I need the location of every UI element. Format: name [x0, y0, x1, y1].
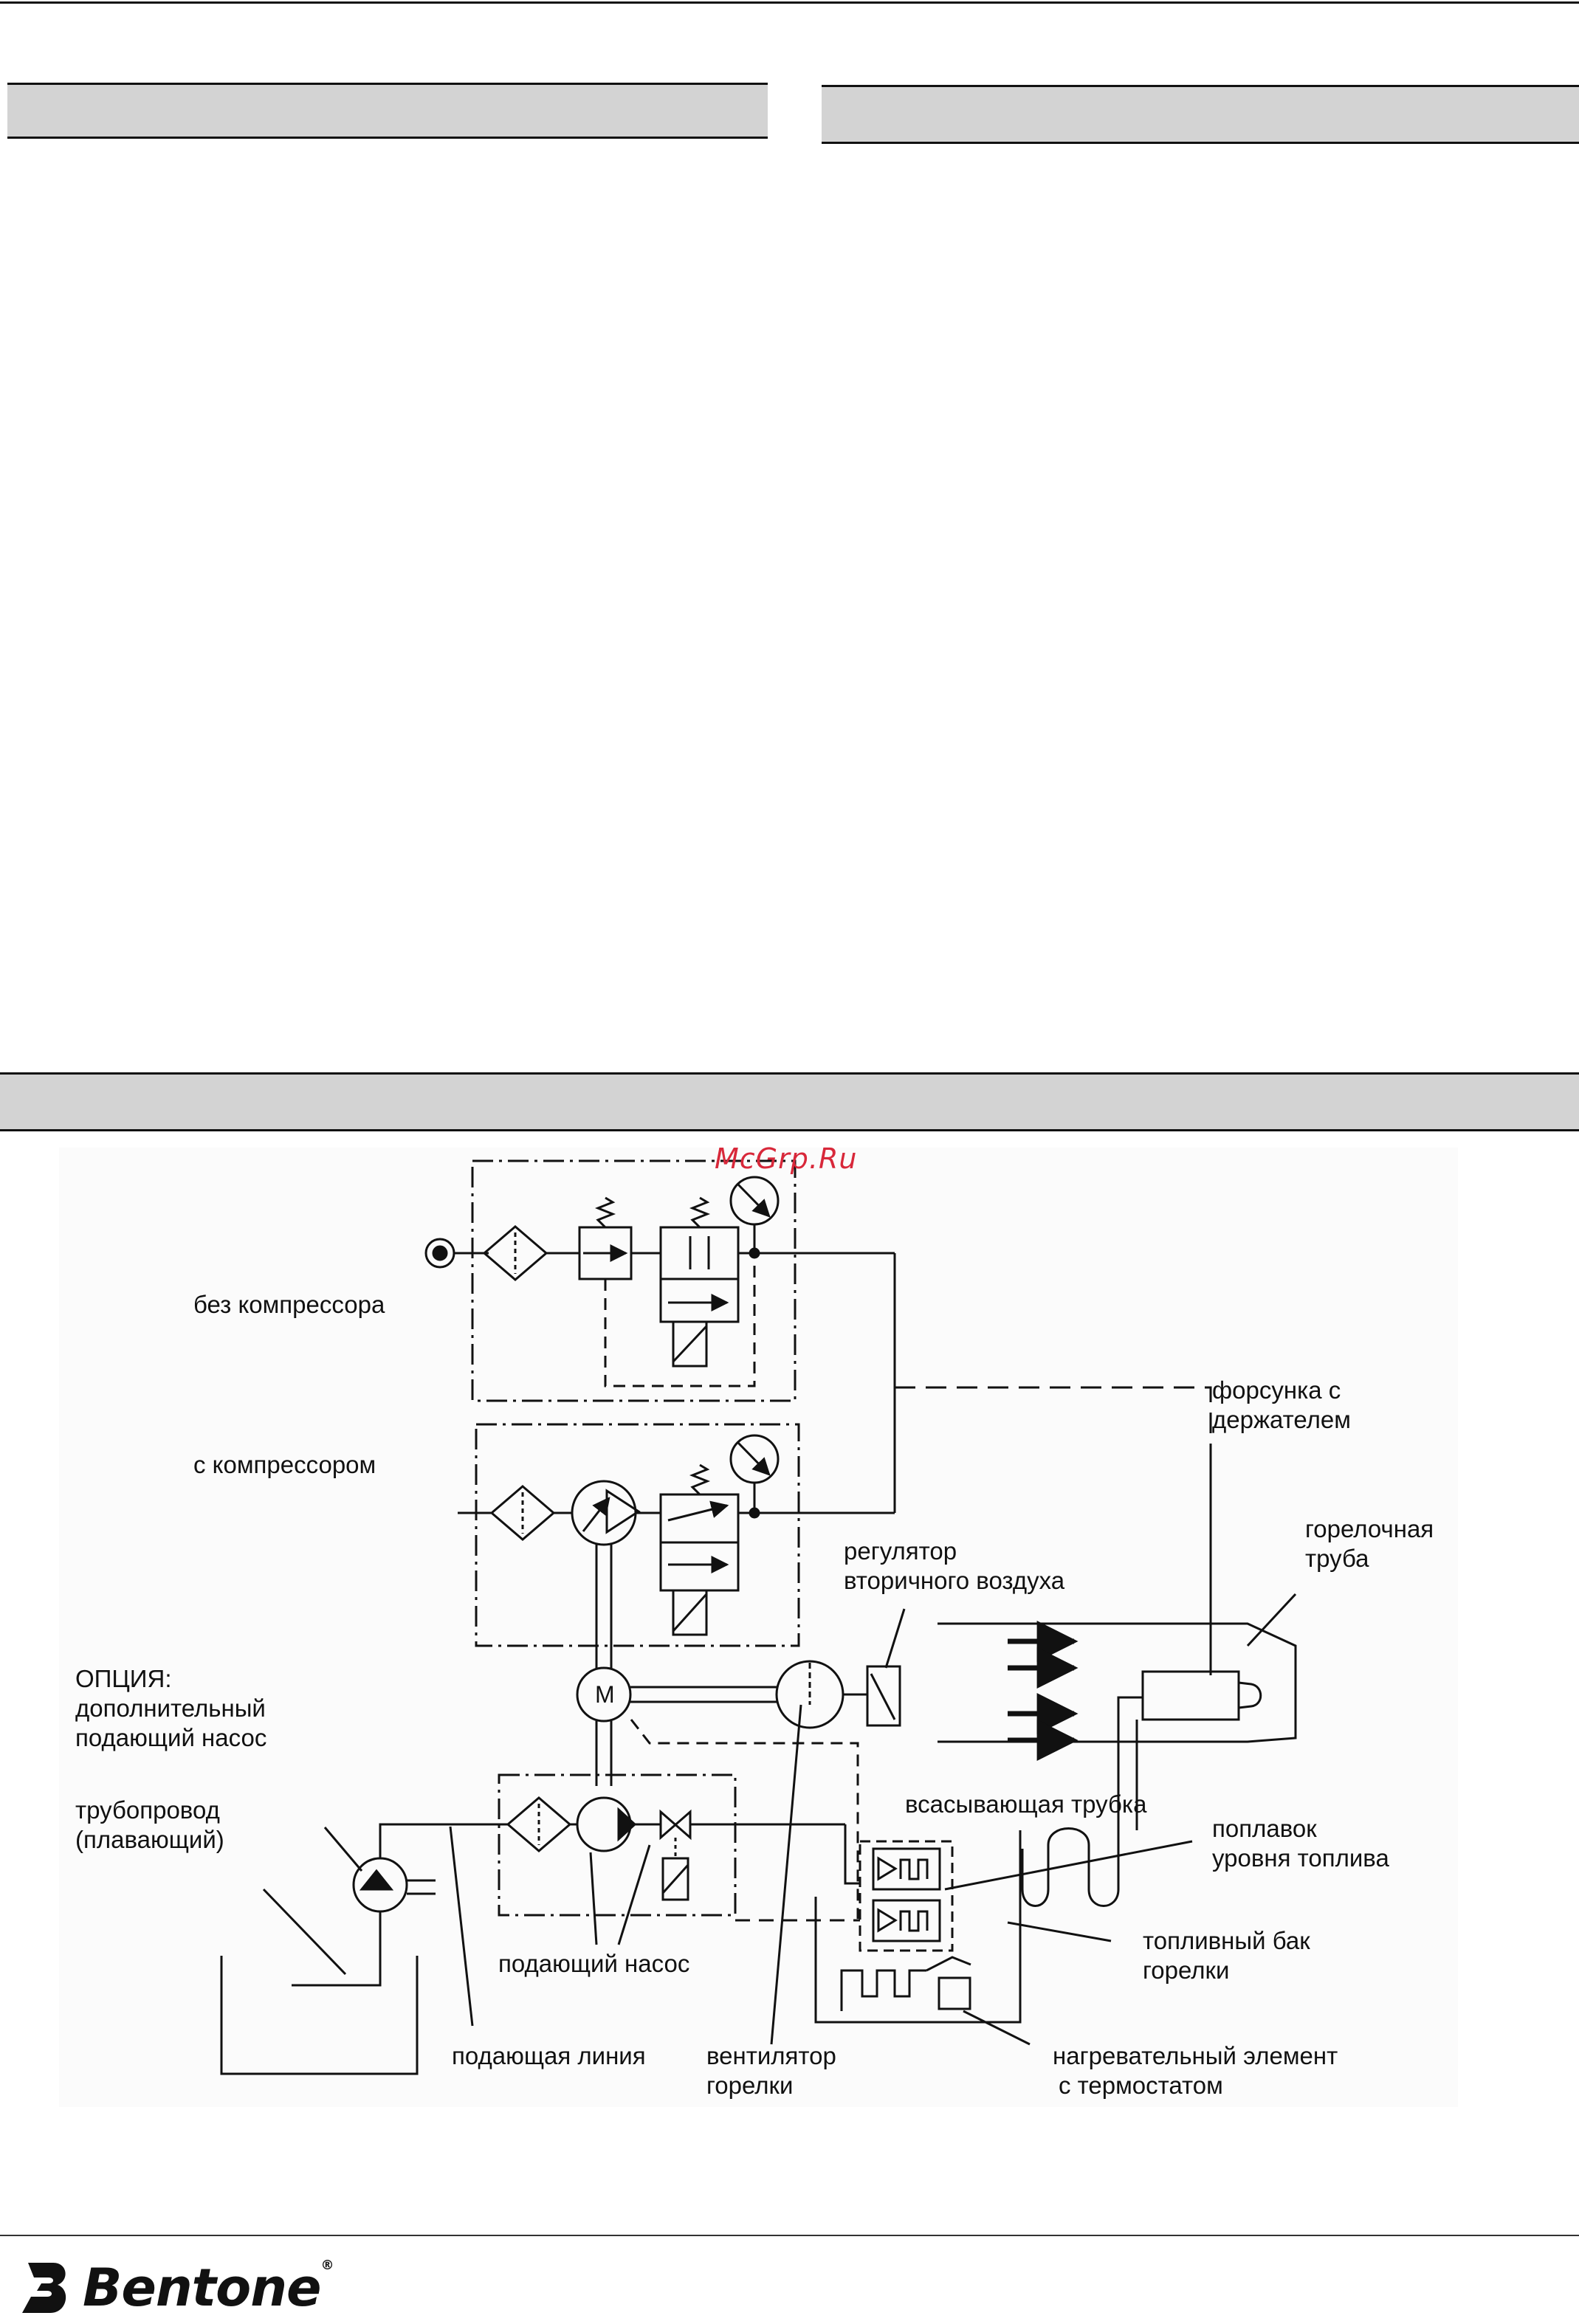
- compressor-icon: [571, 1480, 637, 1546]
- label-float-line1: поплавок: [1212, 1815, 1317, 1842]
- secondary-air-regulator-icon: [866, 1665, 901, 1727]
- label-option-line2: дополнительный: [75, 1694, 266, 1722]
- solenoid-coil-lower: [672, 1589, 708, 1636]
- pressure-gauge-icon-lower: [729, 1434, 780, 1484]
- label-fan-line2: горелки: [706, 2072, 794, 2099]
- bentone-logo-icon: [22, 2263, 66, 2313]
- watermark: McGrp.Ru: [715, 1142, 858, 1175]
- valve-icon: [659, 1809, 692, 1841]
- brand-name: Bentone: [83, 2258, 322, 2318]
- heating-element-icon: [840, 1969, 926, 2011]
- footer-rule: [0, 2235, 1579, 2236]
- float-switch-icon-2: [872, 1899, 941, 1942]
- no-compressor-box: [471, 1159, 797, 1402]
- motor-symbol: M: [595, 1681, 615, 1708]
- label-heater-line2: с термостатом: [1059, 2072, 1223, 2099]
- burner-tank: [814, 1830, 1022, 2024]
- schematic-diagram-area: [59, 1148, 1458, 2107]
- label-feed-pump: подающий насос: [498, 1950, 690, 1977]
- label-pipeline-line2: (плавающий): [75, 1826, 224, 1853]
- section-header-full: [0, 1072, 1579, 1131]
- valve-coil-icon: [661, 1857, 689, 1901]
- pressure-gauge-icon-upper: [729, 1176, 780, 1226]
- label-option-line1: ОПЦИЯ:: [75, 1665, 172, 1692]
- label-feed-line: подающая линия: [452, 2042, 646, 2069]
- nozzle-holder-icon: [1141, 1670, 1240, 1721]
- solenoid-valve-icon-upper: [659, 1226, 740, 1323]
- label-pipeline-line1: трубопровод: [75, 1796, 220, 1824]
- thermostat-icon: [938, 1976, 971, 2010]
- label-with-compressor: с компрессором: [193, 1451, 376, 1478]
- label-regulator-line1: регулятор: [844, 1537, 957, 1565]
- filter-icon-lower: [489, 1485, 556, 1541]
- label-float-line2: уровня топлива: [1212, 1844, 1389, 1872]
- label-suction-tube: всасывающая трубка: [905, 1790, 1147, 1818]
- label-tank-line2: горелки: [1143, 1956, 1230, 1984]
- float-switch-icon-1: [872, 1847, 941, 1891]
- motor-icon: [576, 1666, 632, 1723]
- section-header-right: [822, 85, 1579, 144]
- label-burner-tube-line2: труба: [1305, 1545, 1369, 1572]
- feed-pump-box: [498, 1773, 737, 1917]
- label-burner-tube-line1: горелочная: [1305, 1515, 1434, 1542]
- label-option-line3: подающий насос: [75, 1724, 267, 1751]
- brand-mark: ®: [320, 2258, 334, 2273]
- filter-icon-pump: [506, 1796, 572, 1852]
- with-compressor-box: [475, 1423, 800, 1647]
- label-nozzle-line1: форсунка с: [1212, 1376, 1341, 1404]
- label-no-compressor: без компрессора: [193, 1291, 385, 1318]
- top-rule: [0, 1, 1579, 4]
- brand-logo: Bentone®: [15, 2258, 334, 2318]
- label-regulator-line2: вторичного воздуха: [844, 1567, 1065, 1594]
- supply-tank: [220, 1956, 419, 2075]
- solenoid-coil-upper: [672, 1320, 708, 1368]
- label-tank-line1: топливный бак: [1143, 1927, 1310, 1954]
- label-nozzle-line2: держателем: [1212, 1406, 1351, 1433]
- label-fan-line1: вентилятор: [706, 2042, 836, 2069]
- label-heater-line1: нагревательный элемент: [1053, 2042, 1338, 2069]
- filter-icon-upper: [482, 1225, 548, 1281]
- section-header-left: [7, 83, 768, 139]
